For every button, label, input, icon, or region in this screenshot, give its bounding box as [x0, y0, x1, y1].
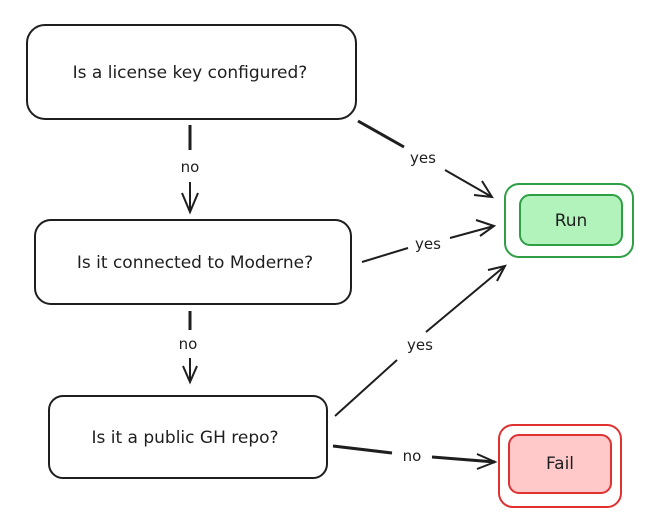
edge-moderne-no: no — [179, 311, 198, 385]
edge-moderne-yes-label: yes — [415, 235, 441, 253]
node-run: Run — [504, 183, 634, 258]
node-license-key: Is a license key configured? — [26, 24, 357, 120]
node-public-repo-label: Is it a public GH repo? — [91, 428, 278, 448]
node-connected-moderne: Is it connected to Moderne? — [34, 219, 352, 305]
node-run-label: Run — [555, 211, 588, 231]
node-fail-label: Fail — [546, 454, 574, 474]
edge-license-no: no — [181, 125, 200, 215]
node-license-key-label: Is a license key configured? — [73, 63, 308, 83]
edge-public-no-label: no — [403, 447, 422, 465]
edge-moderne-yes: yes — [361, 219, 497, 263]
node-fail: Fail — [498, 424, 622, 508]
edge-public-yes: yes — [334, 264, 507, 417]
edge-license-yes-label: yes — [410, 149, 436, 167]
edge-public-no: no — [332, 444, 498, 470]
edge-license-yes: yes — [357, 119, 494, 199]
edge-moderne-no-label: no — [179, 335, 198, 353]
node-public-repo: Is it a public GH repo? — [48, 395, 328, 479]
edge-license-no-label: no — [181, 158, 200, 176]
node-connected-moderne-label: Is it connected to Moderne? — [77, 253, 313, 273]
edge-public-yes-label: yes — [407, 336, 433, 354]
